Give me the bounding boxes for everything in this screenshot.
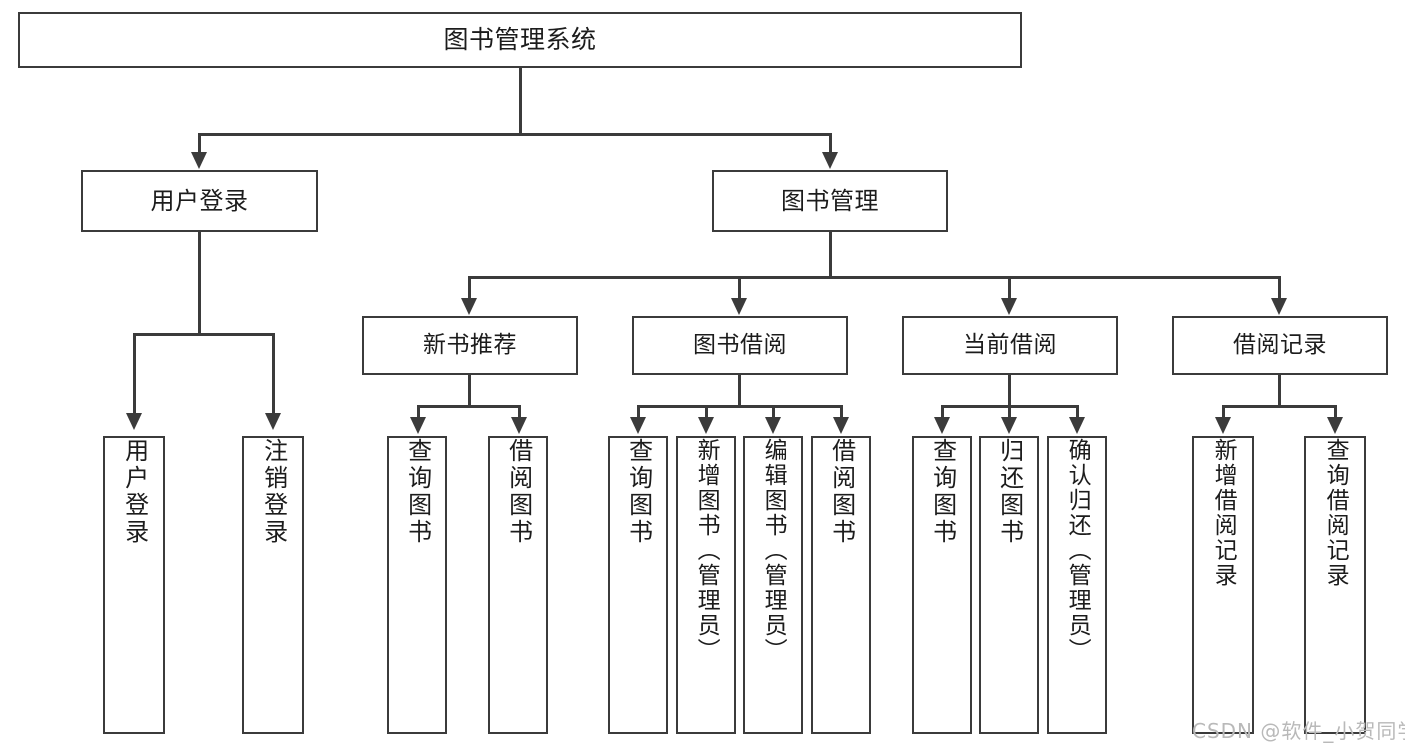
leaf-current-borrow-confirm-return-admin[interactable]: 确认归还（管理员） — [1047, 436, 1107, 734]
node-borrow-record[interactable]: 借阅记录 — [1172, 316, 1388, 375]
arrowhead-bb-to-leaf-2 — [698, 417, 714, 434]
node-book-borrow[interactable]: 图书借阅 — [632, 316, 848, 375]
connector-root-to-book-management — [829, 133, 832, 155]
arrowhead-user-login-to-leaf-1 — [126, 413, 142, 430]
connector-new-book-to-leaf-1 — [417, 405, 420, 419]
connector-bm-to-new-book — [468, 276, 471, 301]
node-label: 新书推荐 — [423, 331, 517, 358]
node-label: 查询图书 — [403, 438, 432, 546]
connector-root-bus — [198, 133, 831, 136]
connector-bm-to-borrow-record — [1278, 276, 1281, 301]
connector-bb-to-leaf-2 — [705, 405, 708, 419]
connector-book-borrow-stem — [738, 375, 741, 407]
connector-bm-to-book-borrow — [738, 276, 741, 301]
arrowhead-bm-to-new-book — [461, 298, 477, 315]
leaf-borrow-record-query-record[interactable]: 查询借阅记录 — [1304, 436, 1366, 734]
arrowhead-cb-to-leaf-1 — [934, 417, 950, 434]
node-current-borrow[interactable]: 当前借阅 — [902, 316, 1118, 375]
node-label: 用户登录 — [120, 438, 149, 546]
connector-current-borrow-stem — [1008, 375, 1011, 407]
connector-bb-to-leaf-1 — [637, 405, 640, 419]
node-label: 新增借阅记录 — [1210, 438, 1237, 588]
connector-new-book-stem — [468, 375, 471, 407]
node-label: 归还图书 — [995, 438, 1024, 546]
arrowhead-bm-to-book-borrow — [731, 298, 747, 315]
connector-br-to-leaf-1 — [1222, 405, 1225, 419]
connector-cb-to-leaf-3 — [1076, 405, 1079, 419]
connector-book-borrow-bus — [637, 405, 842, 408]
connector-user-login-bus — [133, 333, 275, 336]
arrowhead-bb-to-leaf-1 — [630, 417, 646, 434]
arrowhead-new-book-to-leaf-1 — [410, 417, 426, 434]
leaf-user-login-logout[interactable]: 注销登录 — [242, 436, 304, 734]
arrowhead-new-book-to-leaf-2 — [511, 417, 527, 434]
connector-bb-to-leaf-3 — [772, 405, 775, 419]
leaf-current-borrow-return-books[interactable]: 归还图书 — [979, 436, 1039, 734]
connector-new-book-to-leaf-2 — [518, 405, 521, 419]
connector-bb-to-leaf-4 — [840, 405, 843, 419]
arrowhead-root-to-user-login — [191, 152, 207, 169]
node-label: 用户登录 — [150, 186, 249, 215]
node-label: 查询图书 — [928, 438, 957, 546]
connector-root-stem — [519, 68, 522, 135]
connector-bm-to-current-borrow — [1008, 276, 1011, 301]
connector-user-login-to-leaf-1 — [133, 333, 136, 416]
connector-new-book-bus — [417, 405, 520, 408]
connector-user-login-stem — [198, 232, 201, 335]
node-label: 借阅图书 — [827, 438, 856, 546]
node-label: 编辑图书（管理员） — [760, 438, 787, 663]
node-user-login[interactable]: 用户登录 — [81, 170, 318, 232]
arrowhead-bm-to-borrow-record — [1271, 298, 1287, 315]
leaf-new-book-query-books[interactable]: 查询图书 — [387, 436, 447, 734]
node-label: 借阅图书 — [504, 438, 533, 546]
node-label: 确认归还（管理员） — [1064, 438, 1091, 663]
node-label: 借阅记录 — [1233, 331, 1327, 358]
arrowhead-br-to-leaf-1 — [1215, 417, 1231, 434]
node-label: 图书管理 — [781, 186, 879, 215]
connector-root-to-user-login — [198, 133, 201, 155]
leaf-user-login-login[interactable]: 用户登录 — [103, 436, 165, 734]
arrowhead-root-to-book-management — [822, 152, 838, 169]
connector-borrow-record-stem — [1278, 375, 1281, 407]
node-label: 注销登录 — [259, 438, 288, 546]
connector-br-to-leaf-2 — [1334, 405, 1337, 419]
node-label: 查询图书 — [624, 438, 653, 546]
arrowhead-user-login-to-leaf-2 — [265, 413, 281, 430]
node-label: 新增图书（管理员） — [693, 438, 720, 663]
node-label: 图书借阅 — [693, 331, 787, 358]
node-new-book-recommend[interactable]: 新书推荐 — [362, 316, 578, 375]
arrowhead-cb-to-leaf-2 — [1001, 417, 1017, 434]
node-label: 查询借阅记录 — [1322, 438, 1349, 588]
leaf-new-book-borrow-books[interactable]: 借阅图书 — [488, 436, 548, 734]
node-label: 图书管理系统 — [443, 25, 597, 55]
leaf-book-borrow-borrow-books[interactable]: 借阅图书 — [811, 436, 871, 734]
connector-user-login-to-leaf-2 — [272, 333, 275, 416]
arrowhead-bm-to-current-borrow — [1001, 298, 1017, 315]
node-label: 当前借阅 — [963, 331, 1057, 358]
connector-cb-to-leaf-2 — [1008, 405, 1011, 419]
leaf-book-borrow-add-book-admin[interactable]: 新增图书（管理员） — [676, 436, 736, 734]
connector-book-management-bus — [468, 276, 1280, 279]
leaf-book-borrow-edit-book-admin[interactable]: 编辑图书（管理员） — [743, 436, 803, 734]
arrowhead-bb-to-leaf-3 — [765, 417, 781, 434]
arrowhead-cb-to-leaf-3 — [1069, 417, 1085, 434]
node-book-management[interactable]: 图书管理 — [712, 170, 948, 232]
connector-borrow-record-bus — [1222, 405, 1336, 408]
connector-cb-to-leaf-1 — [941, 405, 944, 419]
leaf-borrow-record-add-record[interactable]: 新增借阅记录 — [1192, 436, 1254, 734]
connector-book-management-stem — [829, 232, 832, 278]
arrowhead-br-to-leaf-2 — [1327, 417, 1343, 434]
leaf-book-borrow-query-books[interactable]: 查询图书 — [608, 436, 668, 734]
arrowhead-bb-to-leaf-4 — [833, 417, 849, 434]
leaf-current-borrow-query-books[interactable]: 查询图书 — [912, 436, 972, 734]
node-root-book-management-system[interactable]: 图书管理系统 — [18, 12, 1022, 68]
